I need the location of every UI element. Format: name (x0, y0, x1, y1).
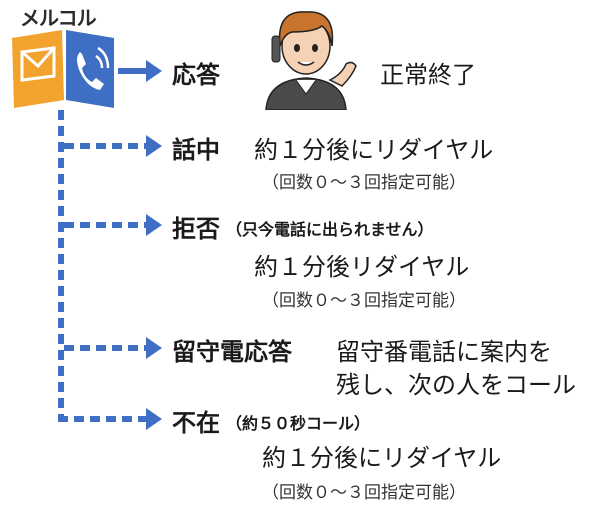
connector-answer (118, 68, 148, 74)
arrowhead-absent (146, 408, 162, 430)
busy-note: （回数０～３回指定可能） (262, 173, 466, 193)
phone-icon (66, 30, 114, 108)
voicemail-text-line1: 留守番電話に案内を (336, 338, 552, 366)
logo-text: メルコル (20, 6, 97, 30)
label-reject: 拒否 (172, 215, 220, 243)
connector-busy (64, 143, 148, 149)
connector-voicemail (64, 345, 148, 351)
arrowhead-answer (146, 60, 162, 82)
arrowhead-busy (146, 135, 162, 157)
logo (12, 30, 114, 108)
reject-text: 約１分後リダイヤル (254, 253, 470, 281)
voicemail-text-line2: 残し、次の人をコール (336, 371, 576, 399)
branch-trunk (58, 110, 64, 422)
reject-note: （回数０～３回指定可能） (262, 291, 466, 311)
arrowhead-reject (146, 214, 162, 236)
absent-note: （回数０～３回指定可能） (262, 483, 466, 503)
label-busy: 話中 (172, 136, 220, 164)
connector-reject (64, 222, 148, 228)
label-absent: 不在 (172, 409, 220, 437)
operator-illustration (265, 11, 357, 110)
arrowhead-voicemail (146, 337, 162, 359)
busy-text: 約１分後にリダイヤル (254, 136, 494, 164)
label-answer: 応答 (172, 61, 220, 89)
answer-result: 正常終了 (380, 61, 476, 89)
connector-absent (58, 416, 148, 422)
reject-paren: （只今電話に出られません） (226, 220, 434, 239)
mail-icon (12, 30, 64, 108)
label-voicemail: 留守電応答 (172, 338, 292, 366)
absent-paren: （約５０秒コール） (226, 414, 371, 433)
absent-text: 約１分後にリダイヤル (262, 444, 502, 472)
